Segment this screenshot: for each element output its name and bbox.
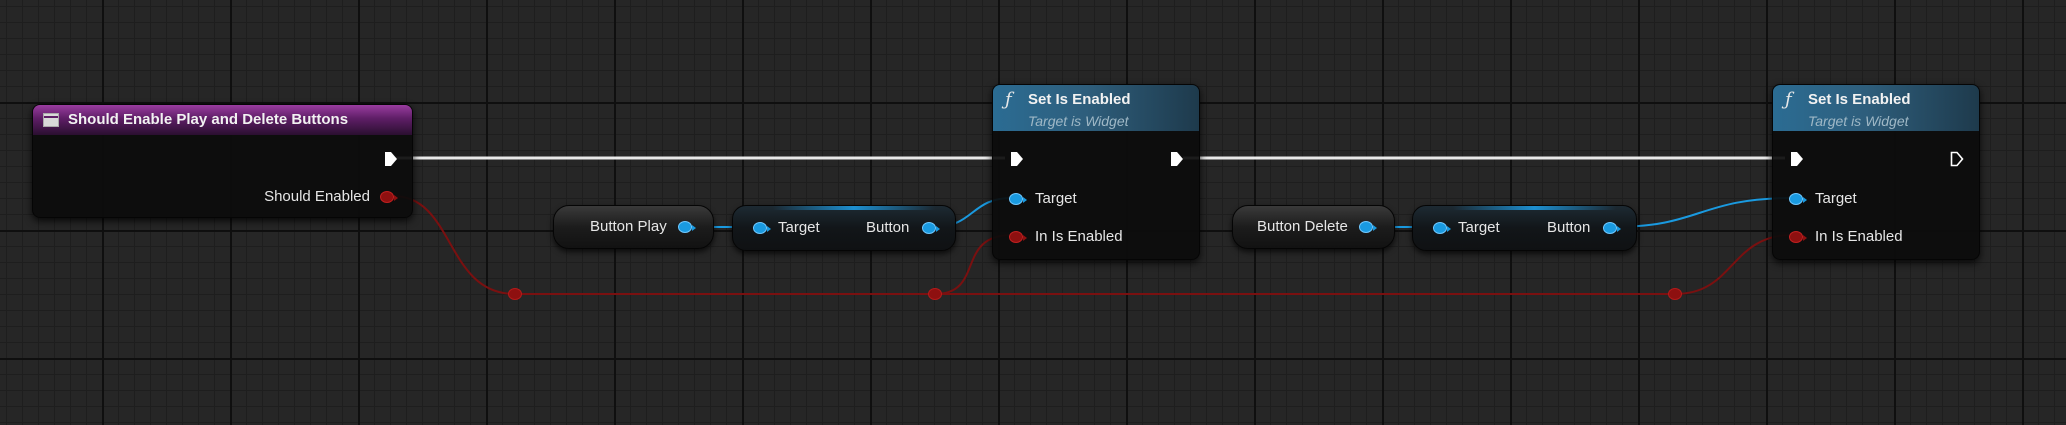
cast-play-button-pin[interactable]	[922, 222, 940, 234]
exec-output-pin-2[interactable]	[1949, 151, 1964, 167]
function-icon: ƒ	[1785, 89, 1792, 110]
function-icon: ƒ	[1005, 89, 1012, 110]
set-is-enabled-node-2[interactable]: ƒ Set Is Enabled Target is Widget Target…	[1772, 84, 1980, 260]
set-is-enabled-1-subtitle: Target is Widget	[1028, 113, 1129, 129]
cast-delete-target-pin[interactable]	[1433, 222, 1451, 234]
object-wire-cast-set2[interactable]	[1613, 197, 1793, 228]
set-1-in-is-enabled-pin[interactable]	[1009, 231, 1027, 243]
button-delete-label: Button Delete	[1257, 218, 1348, 235]
set-2-in-is-enabled-pin[interactable]	[1789, 231, 1807, 243]
set-is-enabled-2-subtitle: Target is Widget	[1808, 113, 1909, 129]
exec-output-pin[interactable]	[383, 151, 398, 167]
reroute-node-2[interactable]	[928, 288, 942, 300]
button-play-variable-node[interactable]: Button Play	[553, 205, 714, 249]
set-is-enabled-node-1[interactable]: ƒ Set Is Enabled Target is Widget Target…	[992, 84, 1200, 260]
reroute-node-1[interactable]	[508, 288, 522, 300]
exec-input-pin-1[interactable]	[1009, 151, 1024, 167]
button-delete-output-pin[interactable]	[1359, 221, 1377, 233]
button-play-output-pin[interactable]	[678, 221, 696, 233]
should-enabled-label: Should Enabled	[264, 188, 370, 205]
set-2-in-is-enabled-label: In Is Enabled	[1815, 228, 1903, 245]
cast-delete-button-pin[interactable]	[1603, 222, 1621, 234]
cast-play-target-label: Target	[778, 219, 820, 236]
bool-wire-trunk[interactable]	[392, 195, 1675, 295]
event-icon	[43, 113, 59, 127]
reroute-node-3[interactable]	[1668, 288, 1682, 300]
set-2-target-pin[interactable]	[1789, 193, 1807, 205]
event-node[interactable]: Should Enable Play and Delete Buttons Sh…	[32, 104, 413, 218]
exec-input-pin-2[interactable]	[1789, 151, 1804, 167]
event-node-header[interactable]: Should Enable Play and Delete Buttons	[33, 105, 412, 135]
set-is-enabled-2-title: Set Is Enabled	[1808, 91, 1911, 108]
cast-node-delete[interactable]: Target Button	[1412, 205, 1637, 251]
set-2-target-label: Target	[1815, 190, 1857, 207]
set-is-enabled-1-header[interactable]: ƒ Set Is Enabled Target is Widget	[993, 85, 1199, 131]
exec-output-pin-1[interactable]	[1169, 151, 1184, 167]
cast-play-target-pin[interactable]	[753, 222, 771, 234]
set-1-in-is-enabled-label: In Is Enabled	[1035, 228, 1123, 245]
button-delete-variable-node[interactable]: Button Delete	[1232, 205, 1395, 249]
set-1-target-pin[interactable]	[1009, 193, 1027, 205]
set-is-enabled-2-header[interactable]: ƒ Set Is Enabled Target is Widget	[1773, 85, 1979, 131]
cast-delete-button-label: Button	[1547, 219, 1591, 236]
cast-play-button-label: Button	[866, 219, 910, 236]
button-play-label: Button Play	[590, 218, 667, 235]
cast-node-play[interactable]: Target Button	[732, 205, 956, 251]
set-1-target-label: Target	[1035, 190, 1077, 207]
event-node-title: Should Enable Play and Delete Buttons	[68, 111, 349, 128]
should-enabled-pin[interactable]	[380, 191, 398, 203]
cast-delete-target-label: Target	[1458, 219, 1500, 236]
set-is-enabled-1-title: Set Is Enabled	[1028, 91, 1131, 108]
